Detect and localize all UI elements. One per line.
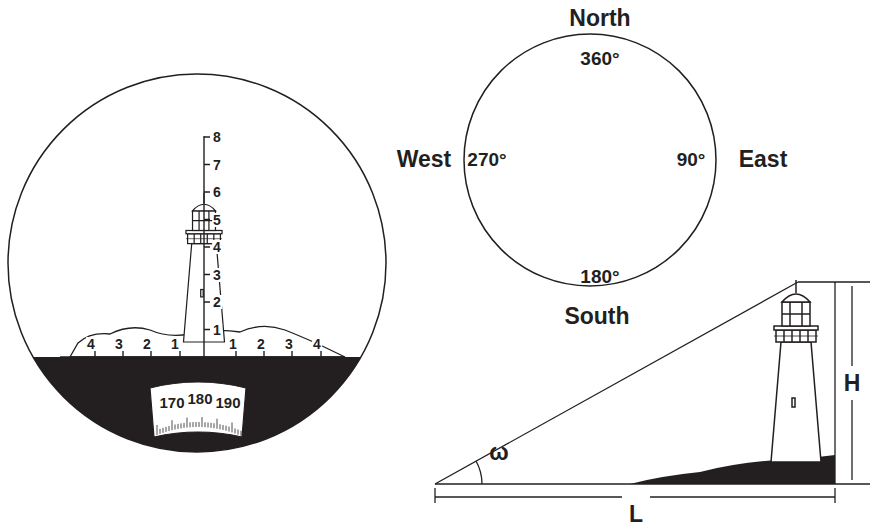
reticle-number: 2	[256, 337, 266, 351]
water-dark	[0, 357, 400, 467]
bearing-label: 270°	[467, 150, 506, 169]
bearing-label: 90°	[677, 150, 706, 169]
direction-label: North	[569, 7, 630, 30]
reticle-number: 4	[312, 337, 322, 351]
reticle-number: 3	[114, 337, 124, 351]
height-triangle	[435, 280, 870, 503]
reticle-number: 3	[212, 268, 222, 282]
compass-reading: 190	[215, 395, 240, 410]
reticle-number: 1	[170, 337, 180, 351]
reticle-number: 1	[212, 323, 222, 337]
plate-ticks	[157, 417, 241, 436]
direction-label: West	[397, 148, 452, 171]
compass-reading: 180	[187, 391, 212, 406]
compass-reading: 170	[159, 395, 184, 410]
reticle-number: 6	[212, 185, 222, 199]
reticle-number: 2	[142, 337, 152, 351]
reticle-number: 7	[212, 158, 222, 172]
bearing-label: 180°	[580, 267, 619, 286]
direction-label: South	[564, 305, 629, 328]
direction-label: East	[739, 148, 788, 171]
reticle-number: 3	[284, 337, 294, 351]
dimension-label: ω	[489, 441, 508, 464]
reticle-number: 1	[228, 337, 238, 351]
binocular-view	[0, 136, 400, 467]
dimension-label: L	[629, 503, 643, 526]
bearing-label: 360°	[580, 49, 619, 68]
reticle-number: 4	[86, 337, 96, 351]
reticle-number: 2	[212, 295, 222, 309]
binocular-view-circle: 8765432143211234170180190	[7, 73, 387, 453]
lighthouse	[771, 280, 821, 462]
reticle	[60, 136, 345, 357]
reticle-number: 5	[212, 213, 222, 227]
compass-circle: 360° 270° 90° 180°	[462, 32, 718, 288]
dimension-label: H	[844, 372, 861, 395]
reticle-number: 8	[212, 130, 222, 144]
compass-plate	[150, 382, 246, 437]
reticle-number: 4	[212, 240, 222, 254]
